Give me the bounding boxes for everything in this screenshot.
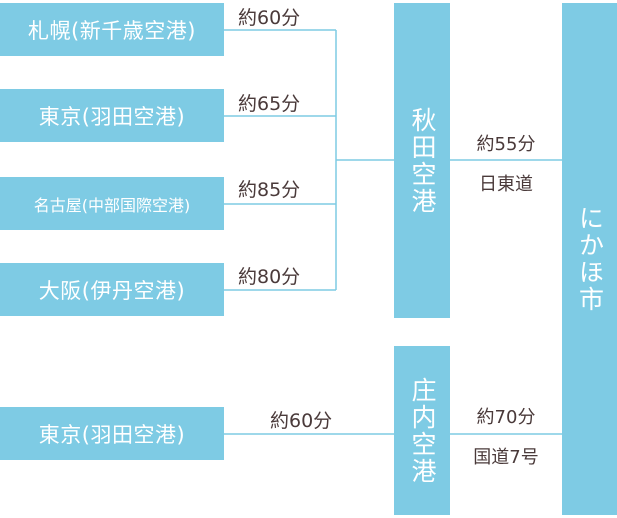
time-label: 約60分: [270, 410, 333, 432]
time-label: 約85分: [238, 179, 301, 201]
route-time: 約55分: [476, 134, 536, 155]
airport-label: 庄内空港: [408, 376, 437, 485]
destination-label: にかほ市: [575, 205, 605, 313]
origin-osaka: 大阪(伊丹空港): [0, 263, 224, 316]
origin-label: 名古屋(中部国際空港): [33, 195, 191, 215]
origin-label: 大阪(伊丹空港): [38, 278, 186, 303]
route-road: 日東道: [479, 174, 533, 195]
route-time: 約70分: [476, 407, 536, 428]
origin-tokyo-shonai: 東京(羽田空港): [0, 407, 224, 460]
route-road: 国道7号: [473, 447, 539, 468]
origin-label: 東京(羽田空港): [38, 422, 186, 447]
origin-label: 札幌(新千歳空港): [28, 18, 196, 43]
time-label: 約80分: [238, 266, 301, 288]
origin-sapporo: 札幌(新千歳空港): [0, 3, 224, 56]
airport-shonai: 庄内空港: [394, 346, 450, 515]
origin-nagoya: 名古屋(中部国際空港): [0, 177, 224, 230]
destination-nikaho: にかほ市: [562, 3, 617, 515]
airport-label: 秋田空港: [408, 106, 437, 215]
origin-label: 東京(羽田空港): [38, 104, 186, 129]
time-label: 約65分: [238, 93, 301, 115]
time-label: 約60分: [238, 7, 301, 29]
origin-tokyo: 東京(羽田空港): [0, 89, 224, 142]
airport-akita: 秋田空港: [394, 3, 450, 318]
